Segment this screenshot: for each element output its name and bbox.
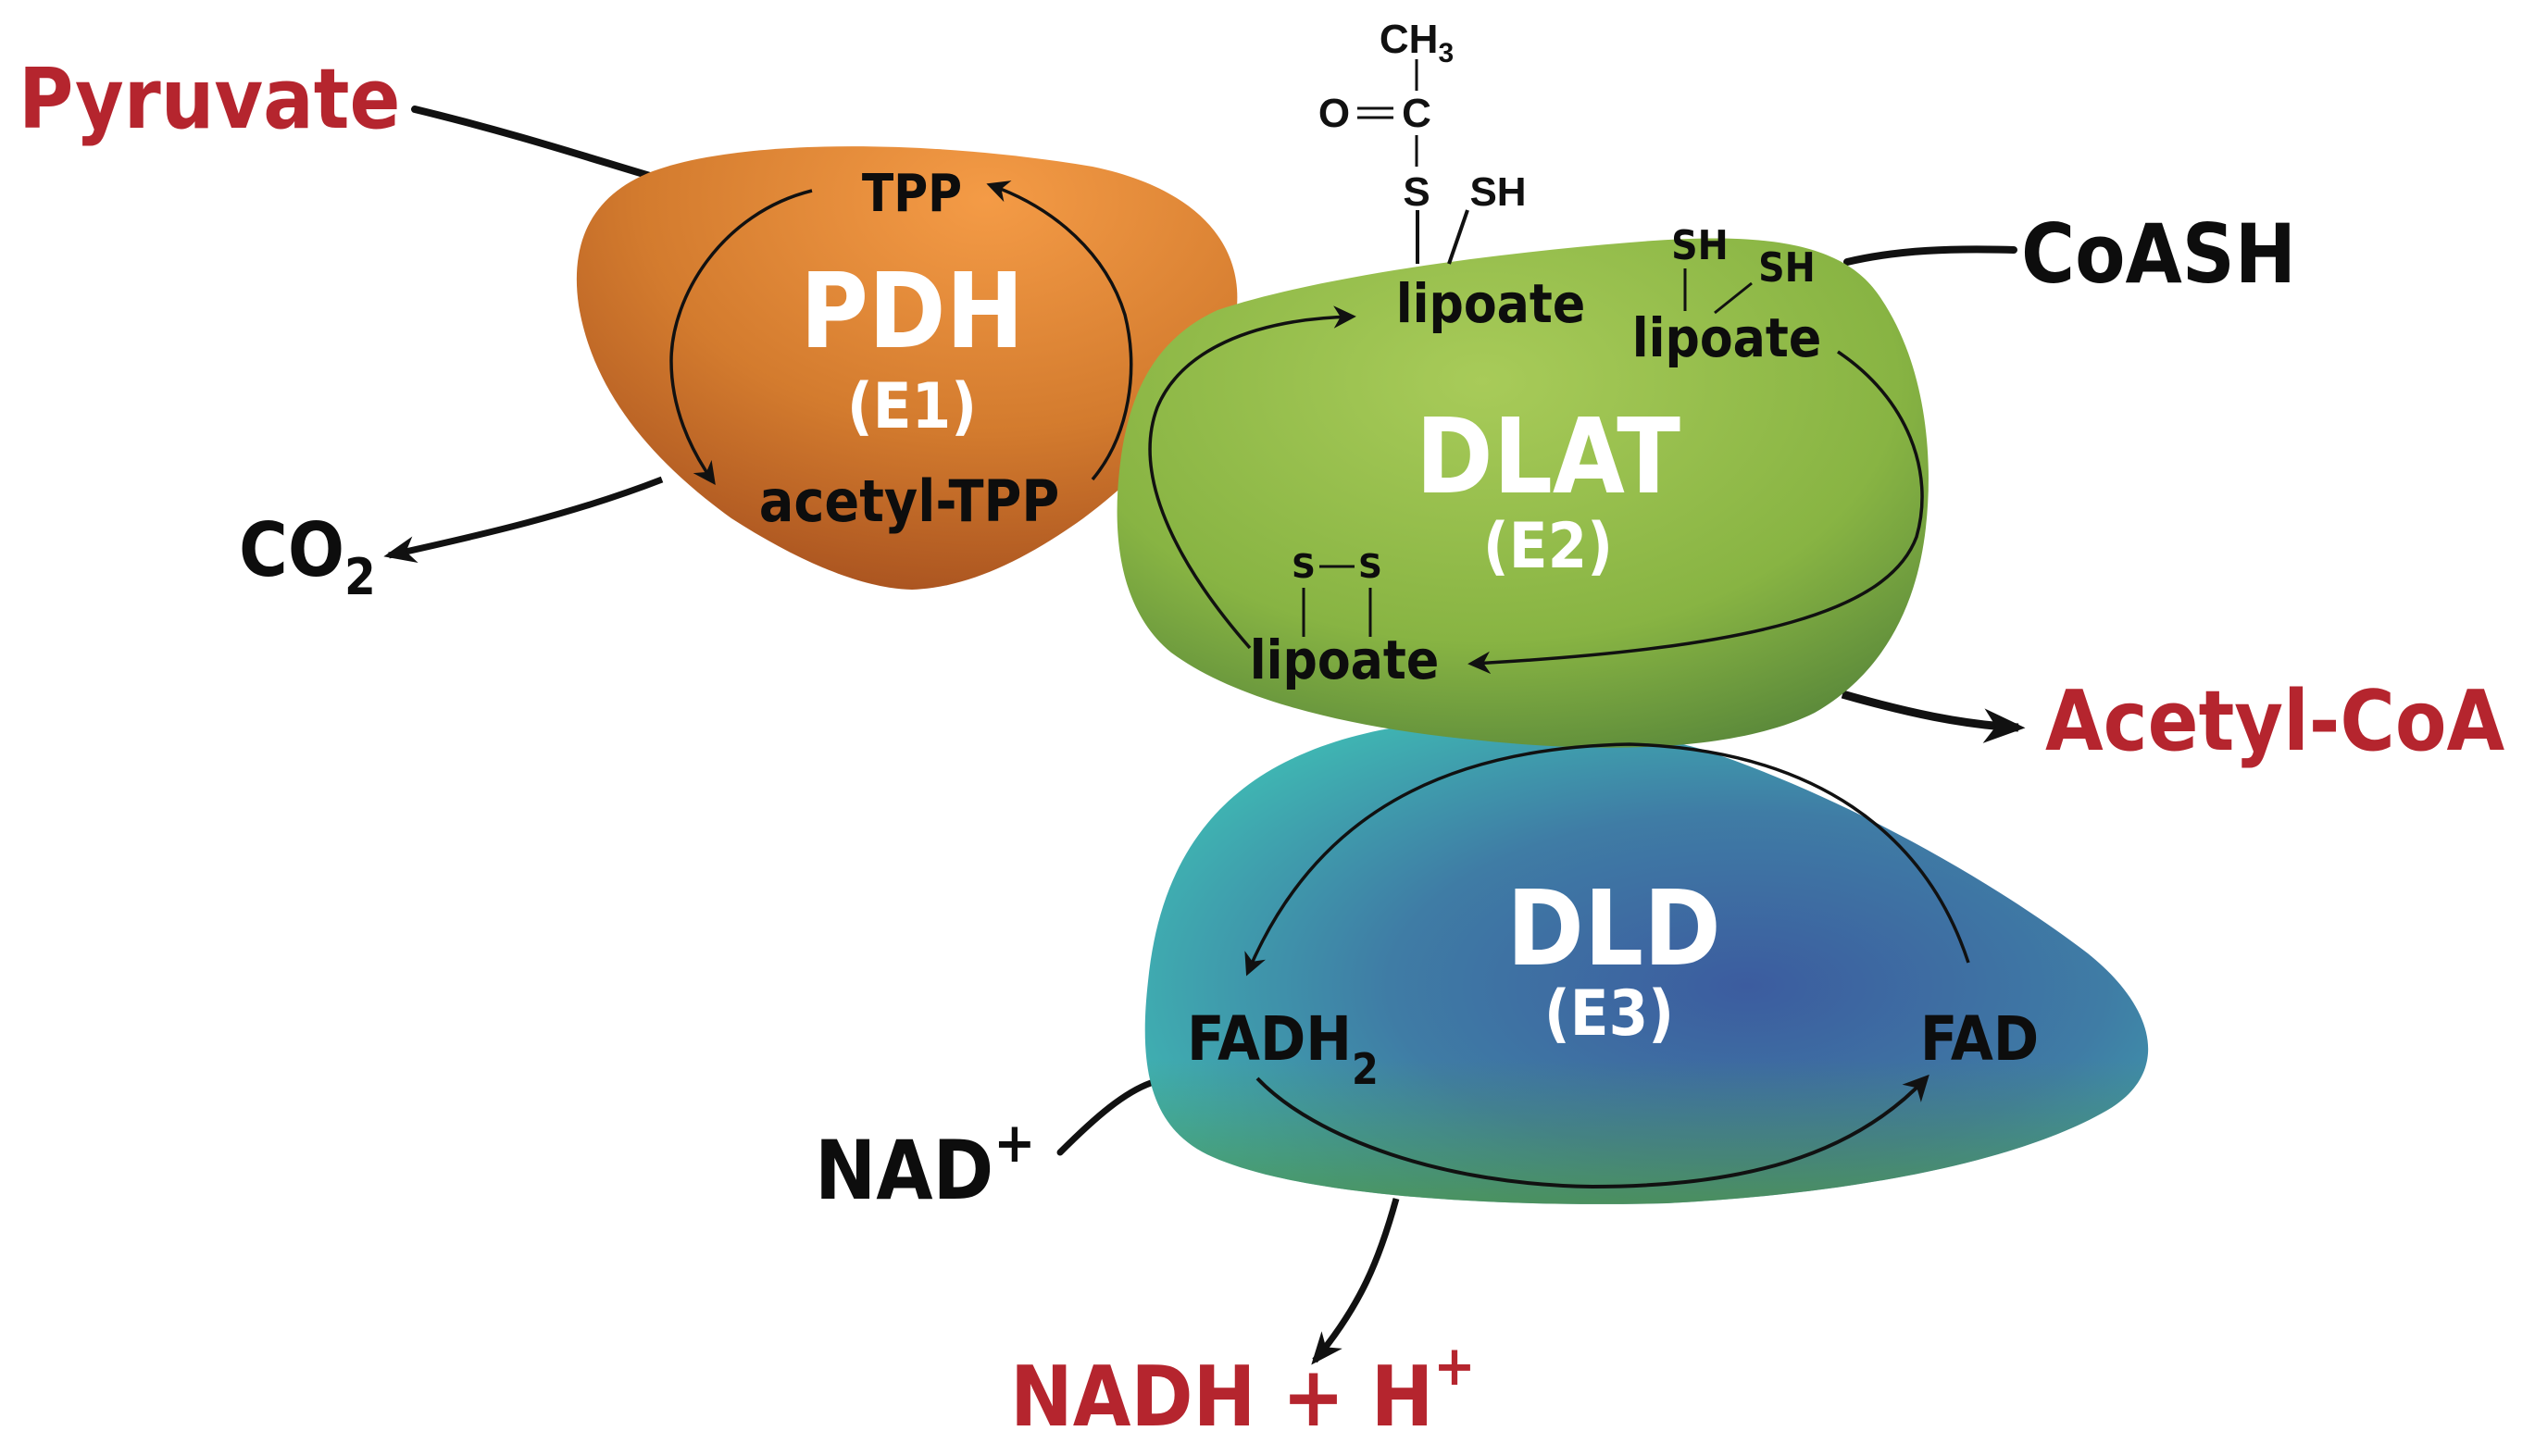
ch3-main: CH xyxy=(1380,17,1439,62)
fadh2-subscript: 2 xyxy=(1352,1044,1379,1094)
tpp-label: TPP xyxy=(862,164,962,224)
dlat-enzyme-blob xyxy=(1117,238,1929,748)
coash-connector xyxy=(1843,245,2017,266)
disulfide-s-label-2: S xyxy=(1358,548,1382,586)
dld-enzyme-code: (E3) xyxy=(1544,977,1674,1051)
acetyl-coa-label: Acetyl-CoA xyxy=(2045,673,2504,770)
pdh-enzyme-blob xyxy=(576,146,1238,590)
dld-cycle-arrow-bottom xyxy=(1255,1074,1929,1189)
nad-superscript: + xyxy=(993,1111,1035,1176)
dld-enzyme-name: DLD xyxy=(1506,869,1721,989)
dld-enzyme-shade xyxy=(1144,719,2149,1204)
sh-lipoate-bond xyxy=(1447,209,1469,265)
fad-label: FAD xyxy=(1920,1003,2039,1075)
lipoate-oxidized-label: lipoate xyxy=(1250,628,1440,691)
pyruvate-connector xyxy=(411,106,663,182)
thioester-s-label: S xyxy=(1403,169,1430,215)
fadh2-main: FADH xyxy=(1187,1003,1352,1075)
acetyl-coa-release-arrow xyxy=(1841,690,2026,743)
dlat-enzyme-code: (E2) xyxy=(1483,510,1613,583)
pdh-cycle-arrow-right xyxy=(986,180,1133,481)
co2-label: CO2 xyxy=(239,507,376,606)
co2-release-arrow xyxy=(383,476,664,563)
acetyl-tpp-label: acetyl-TPP xyxy=(759,467,1060,535)
reduced-sh-label-2: SH xyxy=(1758,244,1816,292)
nad-main: NAD xyxy=(815,1123,993,1218)
co2-subscript: 2 xyxy=(344,548,376,606)
carbonyl-c-label: C xyxy=(1402,91,1431,136)
co2-main: CO xyxy=(239,507,344,593)
dlat-enzyme-name: DLAT xyxy=(1416,397,1680,517)
lipoate-acetyl-label: lipoate xyxy=(1396,272,1586,335)
nadh-release-arrow xyxy=(1311,1198,1400,1365)
pdh-cycle-arrow-left xyxy=(669,189,813,485)
nadh-superscript: + xyxy=(1433,1334,1475,1399)
pdh-enzyme-code: (E1) xyxy=(847,370,977,443)
nad-connector xyxy=(1056,1079,1155,1156)
disulfide-s-label-1: S xyxy=(1292,548,1316,586)
coash-label: CoASH xyxy=(2021,206,2296,302)
dlat-cycle-arrow-right xyxy=(1467,350,1924,675)
dld-cycle-arrow-top xyxy=(1244,742,1970,977)
nad-label: NAD+ xyxy=(815,1111,1036,1218)
pdh-enzyme-name: PDH xyxy=(800,252,1024,372)
free-sh-label: SH xyxy=(1469,169,1526,215)
reduced-sh-bond-2 xyxy=(1714,281,1753,315)
ch3-subscript: 3 xyxy=(1438,38,1454,68)
carbonyl-o-label: O xyxy=(1318,91,1350,136)
lipoate-reduced-label: lipoate xyxy=(1632,306,1822,369)
fadh2-label: FADH2 xyxy=(1187,1003,1379,1094)
reduced-sh-label-1: SH xyxy=(1671,222,1729,269)
dlat-cycle-arrow-left xyxy=(1148,305,1356,650)
nadh-main: NADH + H xyxy=(1010,1349,1433,1446)
pyruvate-label: Pyruvate xyxy=(19,51,400,148)
ch3-label: CH3 xyxy=(1380,17,1454,68)
nadh-label: NADH + H+ xyxy=(1010,1334,1476,1446)
